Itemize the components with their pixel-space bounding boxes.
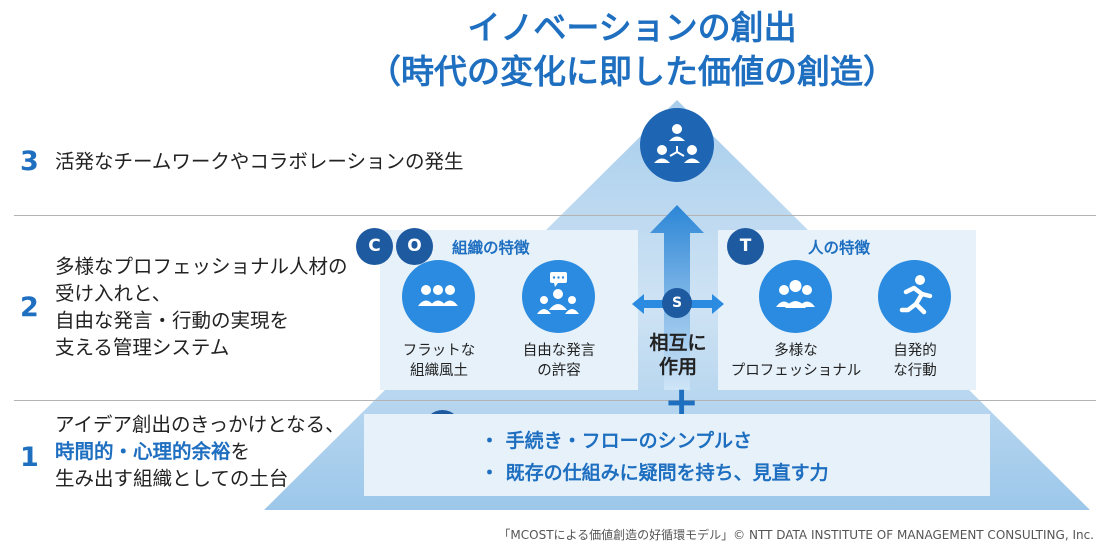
org-item-1-label: フラットな組織風土: [402, 343, 476, 379]
org-item-2-label: 自由な発言の許容: [522, 343, 596, 379]
mutual-interaction-label: 相互に作用: [649, 332, 707, 378]
level-1-emphasis: 時間的・心理的余裕: [55, 440, 231, 463]
speech-group-icon: [522, 260, 595, 333]
foundation-bullet-1: ・ 手続き・フローのシンプルさ: [480, 430, 753, 452]
level-2-number: 2: [20, 292, 39, 323]
copyright-footer: 「MCOSTによる価値創造の好循環モデル」© NTT DATA INSTITUT…: [498, 528, 1094, 542]
people-item-2-label: 自発的な行動: [893, 343, 937, 379]
level-1-text: アイデア創出のきっかけとなる、 時間的・心理的余裕を 生み出す組織としての土台: [55, 413, 345, 490]
badge-c: C: [356, 228, 393, 265]
badge-t: T: [727, 228, 764, 265]
level-3-number: 3: [20, 146, 39, 177]
team-circle-icon: [640, 108, 714, 182]
title-line-1: イノベーションの創出: [467, 8, 797, 47]
level-1-number: 1: [20, 442, 39, 473]
divider-upper: [14, 215, 1096, 216]
professionals-icon: [759, 260, 832, 333]
group-icon: [402, 260, 475, 333]
foundation-panel: [364, 414, 990, 496]
level-3-text: 活発なチームワークやコラボレーションの発生: [55, 150, 464, 173]
badge-o: O: [396, 228, 433, 265]
people-item-1-label: 多様なプロフェッショナル: [730, 343, 862, 379]
divider-lower: [14, 400, 1096, 401]
people-title: 人の特徴: [808, 239, 871, 257]
foundation-bullet-2: ・ 既存の仕組みに疑問を持ち、見直す力: [480, 462, 829, 484]
title-line-2: （時代の変化に即した価値の創造）: [368, 52, 896, 91]
badge-s: S: [662, 288, 692, 318]
org-title: 組織の特徴: [452, 239, 530, 257]
foundation-bullets: ・ 手続き・フローのシンプルさ ・ 既存の仕組みに疑問を持ち、見直す力: [480, 425, 829, 489]
level-2-text: 多様なプロフェッショナル人材の 受け入れと、 自由な発言・行動の実現を 支える管…: [55, 255, 348, 359]
runner-icon: [878, 260, 951, 333]
